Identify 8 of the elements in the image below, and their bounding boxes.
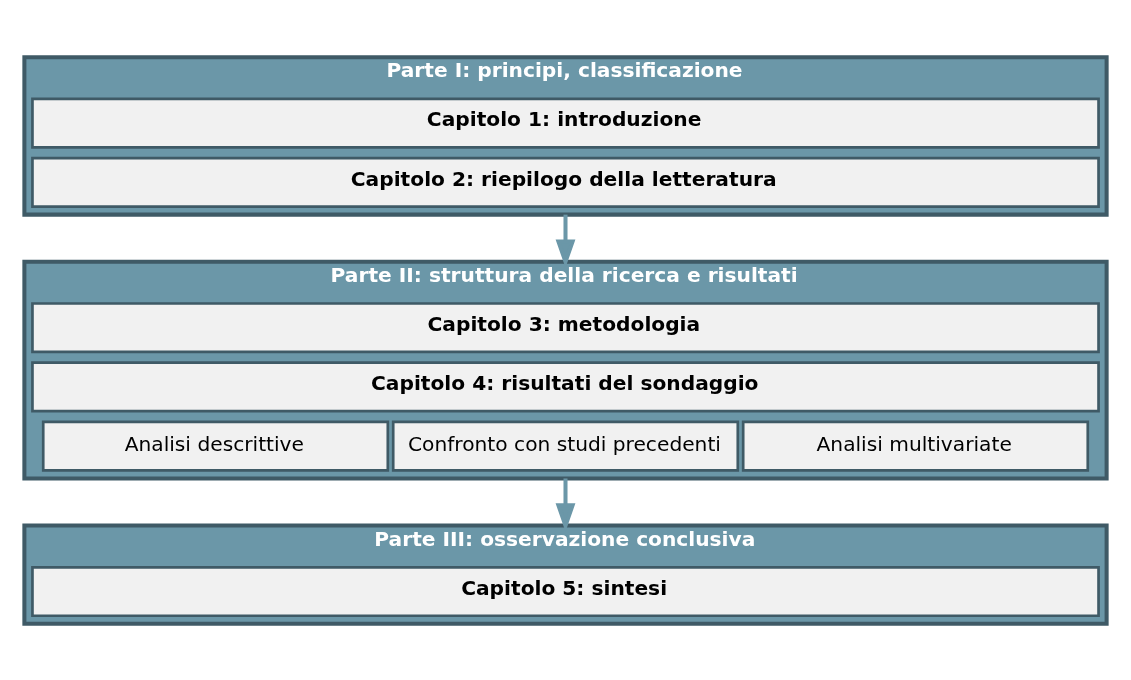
node-box: Capitolo 1: introduzione	[31, 97, 1100, 149]
node-box: Capitolo 2: riepilogo della letteratura	[31, 156, 1100, 208]
node-box: Capitolo 4: risultati del sondaggio	[31, 360, 1100, 412]
node-box: Analisi descrittive	[41, 420, 390, 472]
node-box: Capitolo 3: metodologia	[31, 301, 1100, 353]
node-box: Confronto con studi precedenti	[391, 420, 740, 472]
node-box: Analisi multivariate	[741, 420, 1090, 472]
node-box: Capitolo 5: sintesi	[31, 565, 1100, 617]
